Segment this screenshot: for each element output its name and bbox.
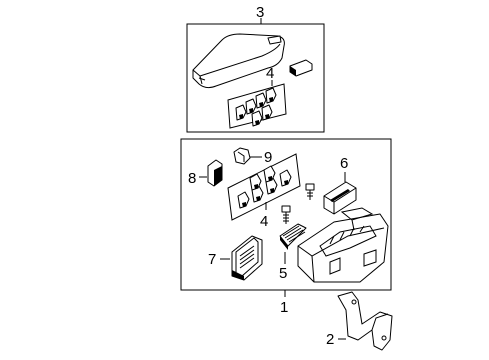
- callout-1: 1: [280, 299, 288, 316]
- fuse-box-cover: [192, 33, 285, 89]
- cover-plate-part-7: [231, 235, 263, 281]
- cover-group-frame: [186, 23, 325, 133]
- relay-group-frame-mid: [227, 153, 301, 221]
- fuse-box-group-frame: [180, 138, 392, 291]
- bolt-upper: [305, 183, 315, 200]
- relay-group-frame-top: [227, 83, 287, 129]
- callout-3: 3: [256, 4, 264, 21]
- bracket-part-2: [337, 291, 393, 351]
- connector-clip: [289, 59, 313, 77]
- callout-2: 2: [326, 331, 334, 348]
- fuse-box-housing: [297, 207, 389, 283]
- clip-part-9: [233, 147, 251, 165]
- callout-6: 6: [340, 155, 348, 172]
- fuse-strip-part-5: [279, 223, 307, 250]
- callout-4-top: 4: [266, 65, 274, 82]
- callout-7: 7: [208, 251, 216, 268]
- relays-mid: [237, 165, 292, 209]
- relays-top: [235, 87, 277, 127]
- relay-block-part-6: [323, 181, 357, 215]
- callout-9: 9: [264, 149, 272, 166]
- callout-4-mid: 4: [260, 213, 268, 230]
- connector-part-8: [207, 159, 223, 187]
- callout-5: 5: [279, 265, 287, 282]
- bolt-lower: [281, 205, 291, 224]
- callout-8: 8: [188, 170, 196, 187]
